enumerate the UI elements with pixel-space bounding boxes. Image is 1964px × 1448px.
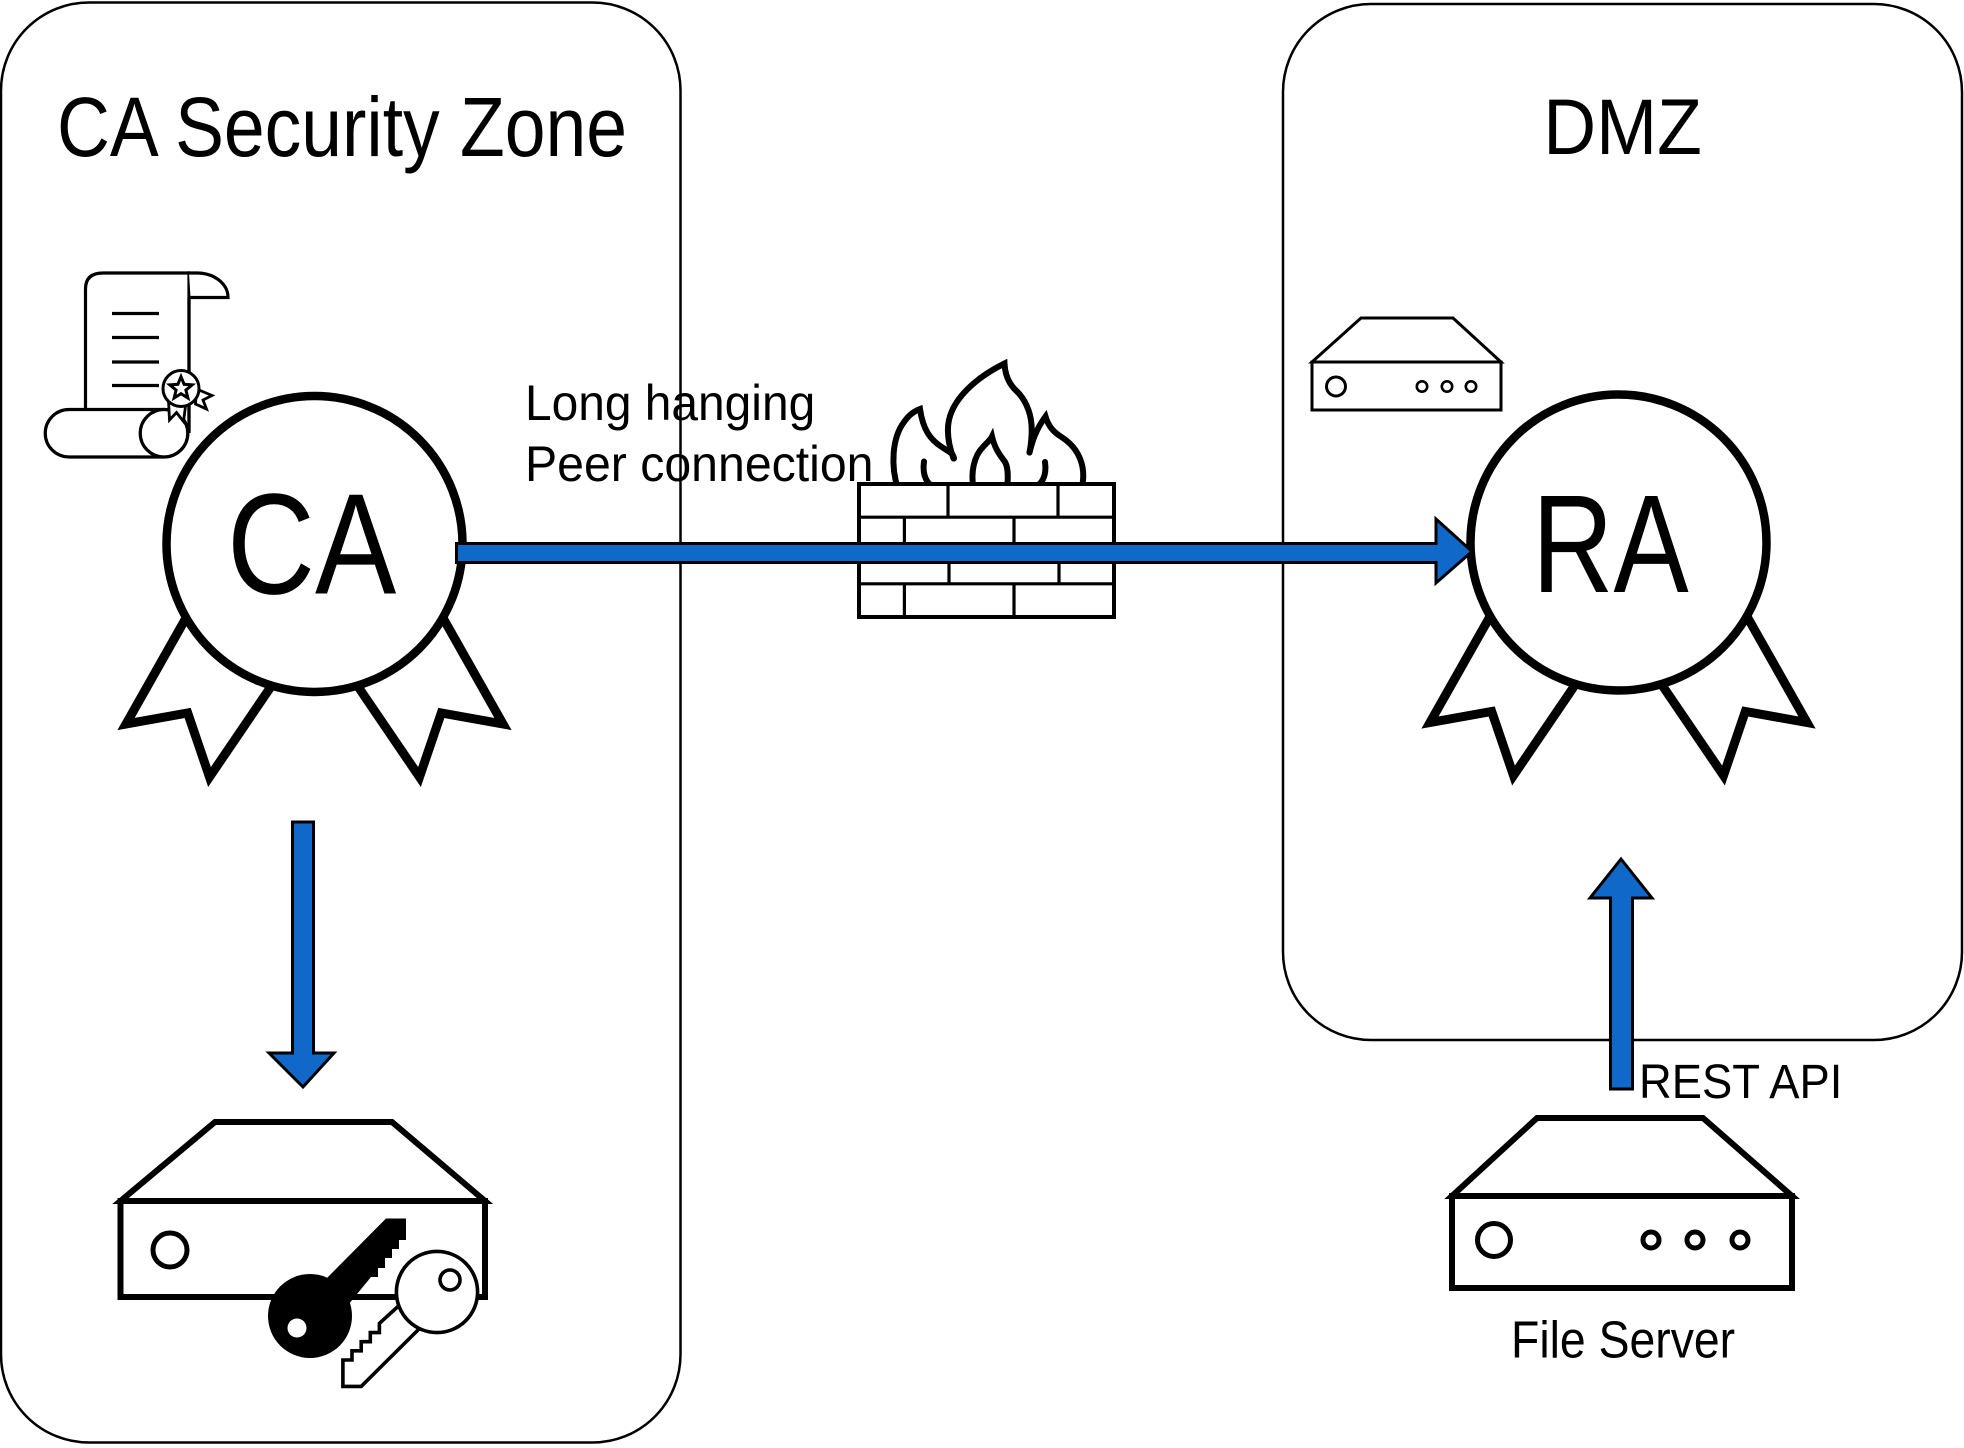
svg-text:REST API: REST API [1639, 1056, 1842, 1109]
svg-text:RA: RA [1532, 466, 1689, 622]
svg-text:CA Security Zone: CA Security Zone [57, 80, 627, 174]
svg-text:Peer connection: Peer connection [525, 436, 874, 492]
svg-text:DMZ: DMZ [1543, 83, 1702, 171]
svg-text:CA: CA [227, 465, 397, 625]
svg-text:Long hanging: Long hanging [525, 375, 815, 431]
svg-text:File Server: File Server [1511, 1311, 1735, 1369]
